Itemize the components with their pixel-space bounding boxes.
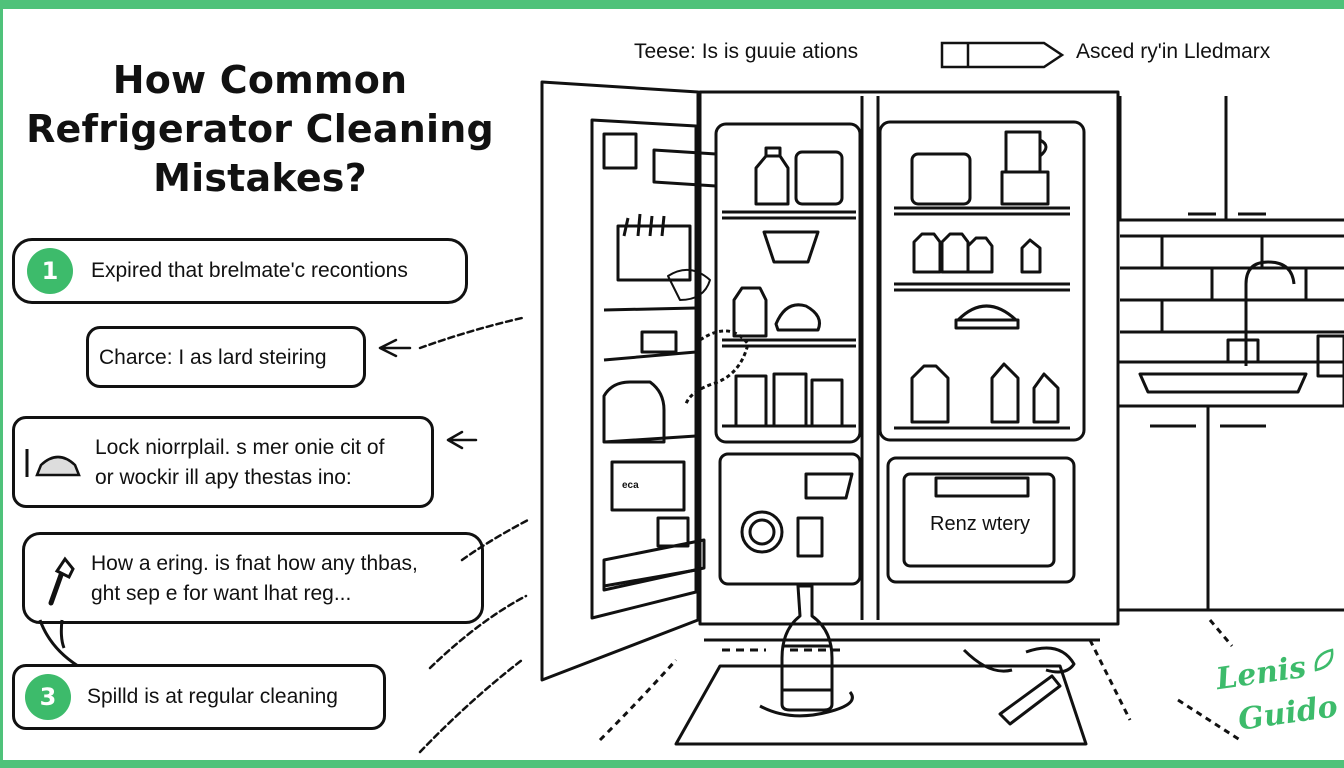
leaf-icon — [1314, 648, 1334, 672]
top-border — [0, 0, 1344, 9]
page-title: How Common Refrigerator Cleaning Mistake… — [10, 56, 510, 203]
title-line-3: Mistakes? — [153, 156, 367, 200]
mistake-text-3-line-1: Lock niorrplail. s mer onie cit of — [95, 436, 385, 459]
mistake-text-1: Expired that brelmate'c recontions — [91, 259, 408, 282]
top-note-left: Teese: Is is guuie ations — [634, 40, 859, 63]
title-line-2: Refrigerator Cleaning — [26, 107, 494, 151]
speech-tail-icon — [38, 619, 79, 668]
door-label: eca — [622, 480, 639, 491]
mistake-text-2: Charce: I as lard steiring — [99, 346, 327, 369]
logo-line-1: Lenis — [1214, 649, 1309, 698]
top-note-right: Asced ry'in Lledmarx — [1076, 40, 1271, 63]
mistake-item-5: 3 Spilld is at regular cleaning — [12, 664, 386, 730]
mistake-text-4-line-2: ght sep e for want lhat reg... — [91, 582, 352, 605]
mistake-item-2: Charce: I as lard steiring — [86, 326, 366, 388]
food-tray-icon — [25, 449, 81, 477]
left-border — [0, 0, 3, 768]
mistake-item-1: 1 Expired that brelmate'c recontions — [12, 238, 468, 304]
mistake-text-3-line-2: or wockir ill apy thestas ino: — [95, 466, 352, 489]
title-line-1: How Common — [112, 58, 408, 102]
brand-logo: Lenis Guido — [1208, 648, 1340, 744]
logo-line-2: Guido — [1236, 689, 1340, 738]
mistake-item-3: Lock niorrplail. s mer onie cit of or wo… — [12, 416, 434, 508]
mistake-item-4: How a ering. is fnat how any thbas, ght … — [22, 532, 484, 624]
bottom-border — [0, 760, 1344, 768]
mistake-text-5: Spilld is at regular cleaning — [87, 685, 338, 708]
mistake-text-4-line-1: How a ering. is fnat how any thbas, — [91, 552, 418, 575]
brush-icon — [48, 556, 75, 606]
number-badge-3: 3 — [25, 674, 71, 720]
drawer-label: Renz wtery — [930, 513, 1031, 535]
arrow-label-icon — [940, 41, 1065, 69]
number-badge-1: 1 — [27, 248, 73, 294]
